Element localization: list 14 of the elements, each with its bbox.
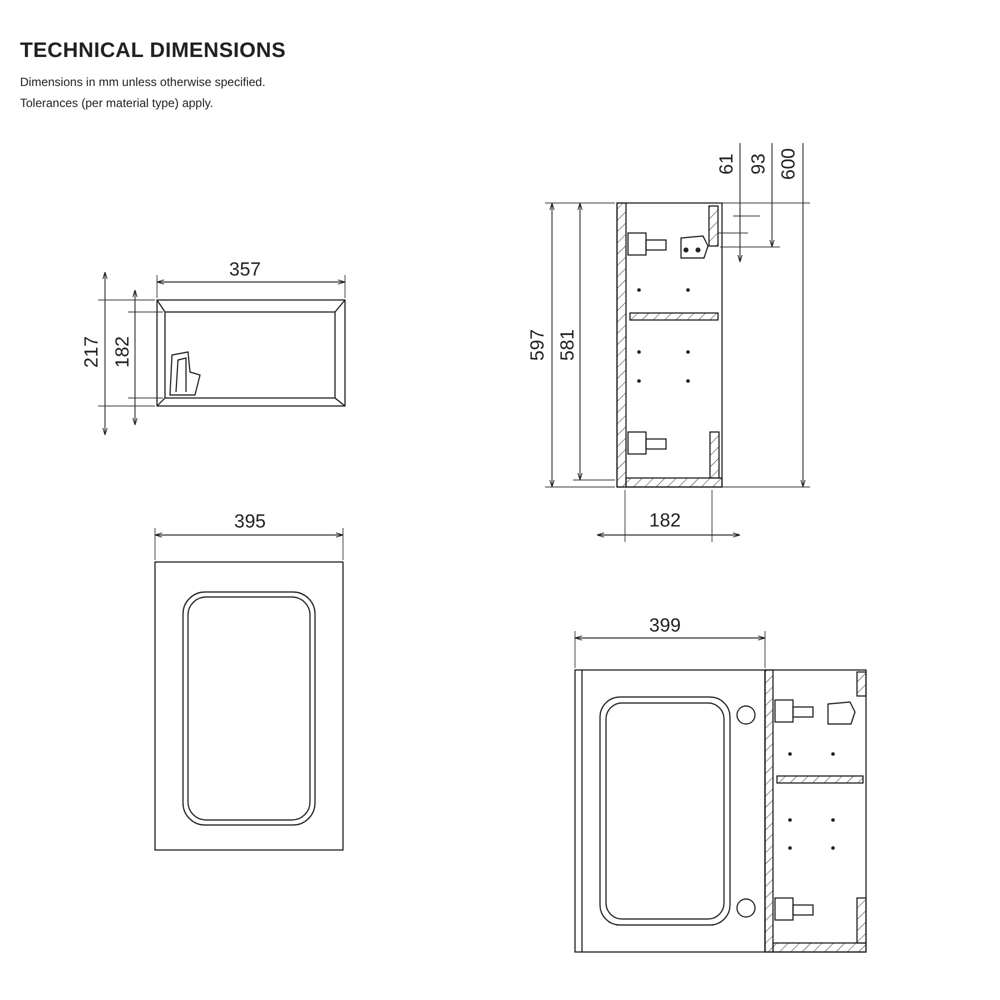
dimension-value: 395 <box>234 512 266 532</box>
dimension-value: 581 <box>558 329 578 361</box>
heading: TECHNICAL DIMENSIONS <box>20 39 286 63</box>
dimension-value: 399 <box>649 616 681 636</box>
dimension-value: 182 <box>649 512 681 530</box>
note-text: Dimensions in mm unless otherwise specified. <box>20 76 266 88</box>
dimension-value: 61 <box>718 153 736 175</box>
dimension-value: 357 <box>229 260 261 280</box>
note-text: Tolerances (per material type) apply. <box>20 97 214 109</box>
dimension-value: 597 <box>528 329 548 361</box>
dimension-value: 217 <box>82 336 102 368</box>
dimension-value: 600 <box>780 148 798 180</box>
dimension-value: 93 <box>750 153 768 175</box>
dimension-value: 182 <box>114 336 132 368</box>
